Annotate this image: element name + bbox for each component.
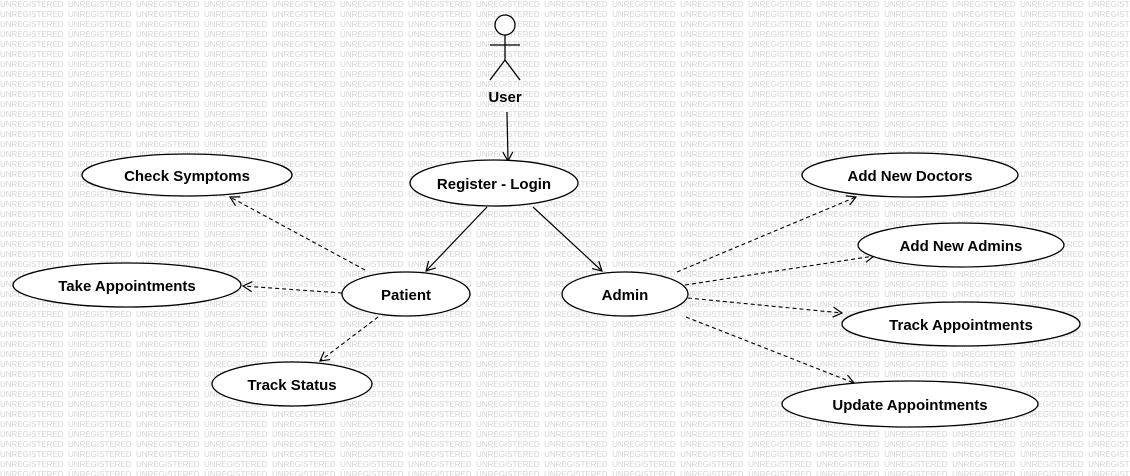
association-user-register (502, 111, 514, 163)
use-case-label: Add New Admins (900, 238, 1023, 255)
dependency-admin-update-appointments (685, 316, 856, 385)
use-case-label: Patient (381, 287, 431, 304)
dependency-admin-add-new-admins (684, 251, 876, 286)
use-case-take-appointments[interactable]: Take Appointments (12, 262, 242, 308)
dependency-patient-check-symptoms (228, 196, 366, 271)
use-case-label: Admin (602, 287, 649, 304)
use-case-label: Track Appointments (889, 317, 1033, 334)
connectors (228, 111, 876, 385)
use-case-label: Take Appointments (58, 278, 196, 295)
use-case-patient[interactable]: Patient (341, 271, 471, 317)
use-case-label: Track Status (247, 377, 336, 394)
user-actor[interactable]: User (488, 14, 522, 106)
use-case-label: Add New Doctors (847, 168, 972, 185)
actor-left-leg (489, 59, 506, 81)
use-case-label: Check Symptoms (124, 168, 250, 185)
dependency-admin-add-new-doctors (676, 195, 858, 273)
use-case-check-symptoms[interactable]: Check Symptoms (81, 153, 293, 197)
dependency-patient-take-appointments (241, 281, 343, 294)
dependency-admin-track-appointments (687, 297, 844, 318)
dependency-patient-track-status (319, 316, 379, 362)
use-case-track-status[interactable]: Track Status (211, 361, 373, 407)
actor-head (494, 14, 516, 36)
use-case-track-appointments[interactable]: Track Appointments (841, 301, 1081, 347)
use-case-register-login[interactable]: Register - Login (409, 159, 579, 207)
association-register-patient (425, 206, 488, 272)
use-case-add-new-doctors[interactable]: Add New Doctors (801, 152, 1019, 198)
use-case-add-new-admins[interactable]: Add New Admins (857, 222, 1065, 268)
actor-label: User (488, 89, 522, 106)
use-case-label: Register - Login (437, 176, 551, 193)
use-case-update-appointments[interactable]: Update Appointments (781, 380, 1039, 428)
use-case-admin[interactable]: Admin (561, 271, 689, 317)
association-register-admin (532, 206, 603, 272)
actor-right-leg (504, 59, 521, 81)
use-case-label: Update Appointments (832, 397, 987, 414)
